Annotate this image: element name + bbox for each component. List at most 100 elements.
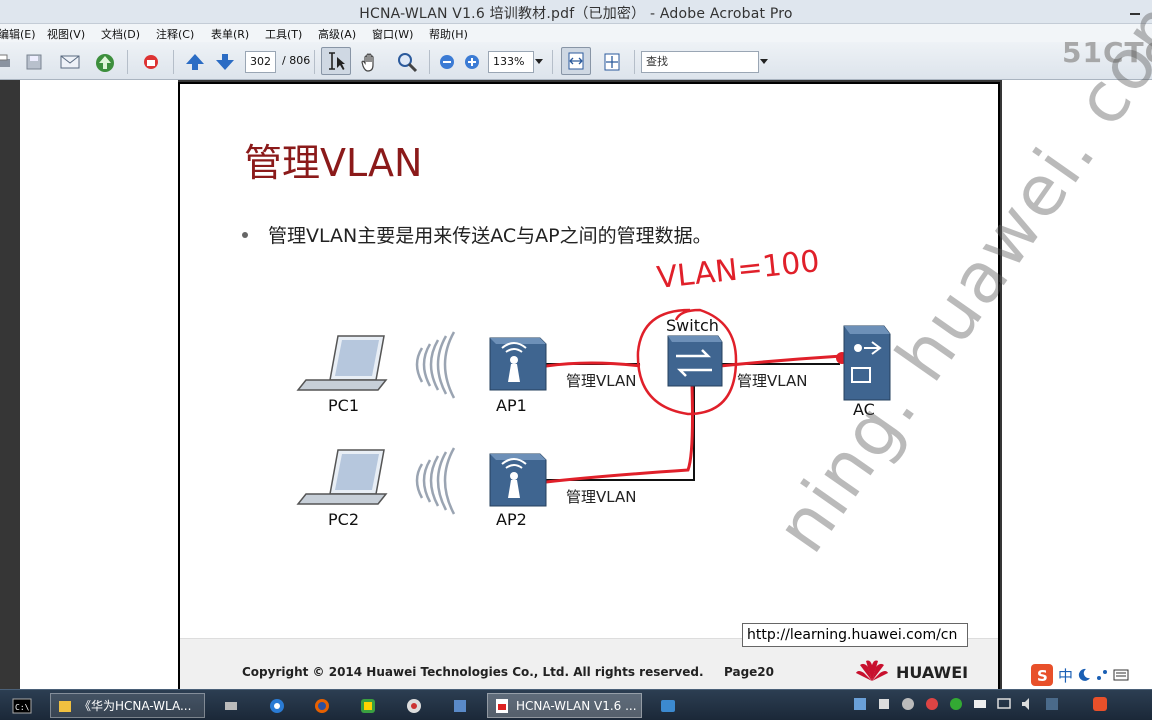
zoom-out-icon[interactable] xyxy=(436,51,458,73)
pdf-page: 管理VLAN 管理VLAN主要是用来传送AC与AP之间的管理数据。 xyxy=(178,82,1000,692)
previous-page-icon[interactable] xyxy=(184,51,206,73)
tray-icon-6[interactable] xyxy=(972,696,988,712)
taskbar: C:\ 《华为HCNA-WLA... HCNA-WLAN V1.6 ... xyxy=(0,689,1152,720)
select-tool-icon[interactable] xyxy=(321,47,351,75)
zoom-tool-icon[interactable] xyxy=(396,51,418,73)
tool-icon[interactable] xyxy=(222,693,240,718)
menu-comment[interactable]: 注释(C) xyxy=(156,28,195,41)
menu-edit[interactable]: 编辑(E) xyxy=(0,28,36,41)
pc2-laptop-icon xyxy=(296,449,388,505)
menu-document[interactable]: 文档(D) xyxy=(101,28,141,41)
punctuation-icon xyxy=(1097,670,1108,680)
adjacent-page-left xyxy=(20,80,178,689)
annotation-line-ap1 xyxy=(545,361,641,368)
huawei-logo-icon xyxy=(856,660,888,681)
page-number-input[interactable]: 302 xyxy=(245,51,276,73)
label-ac: AC xyxy=(853,400,875,419)
zoom-level-input[interactable]: 133% xyxy=(488,51,534,73)
menu-view[interactable]: 视图(V) xyxy=(47,28,86,41)
taskbar-item-acrobat-label: HCNA-WLAN V1.6 ... xyxy=(516,698,637,713)
fit-page-icon[interactable] xyxy=(601,51,623,73)
browser-icon[interactable] xyxy=(268,693,286,718)
ap1-device-icon xyxy=(489,337,547,391)
link-ap2-switch xyxy=(546,386,695,481)
menu-help[interactable]: 帮助(H) xyxy=(429,28,468,41)
toolbar: 302 / 806 133% 查找 xyxy=(0,42,1152,80)
tray-icon-2[interactable] xyxy=(876,696,892,712)
wireless-waves-ap1-icon xyxy=(415,331,456,399)
ap2-device-icon xyxy=(489,453,547,507)
menu-advanced[interactable]: 高级(A) xyxy=(318,28,357,41)
app-green-icon[interactable] xyxy=(359,693,377,718)
tray-icon-5[interactable] xyxy=(948,696,964,712)
taskbar-item-acrobat[interactable]: HCNA-WLAN V1.6 ... xyxy=(487,693,642,718)
keyboard-icon xyxy=(1113,669,1129,681)
sogou-ime-icon: S xyxy=(1031,664,1053,686)
label-ap1: AP1 xyxy=(496,396,527,415)
ime-toolbar[interactable]: S 中 xyxy=(1030,662,1129,688)
menu-bar: 编辑(E) 视图(V) 文档(D) 注释(C) 表单(R) 工具(T) 高级(A… xyxy=(0,24,1152,42)
logo-watermark: 51CTO xyxy=(1062,36,1152,69)
page-total: / 806 xyxy=(282,54,311,67)
hand-tool-icon[interactable] xyxy=(359,51,381,73)
adjacent-page-right xyxy=(1002,80,1152,689)
pdf-icon xyxy=(496,698,508,713)
volume-icon[interactable] xyxy=(1020,696,1036,712)
secure-icon[interactable] xyxy=(140,51,162,73)
zoom-in-icon[interactable] xyxy=(461,51,483,73)
next-page-icon[interactable] xyxy=(214,51,236,73)
firefox-icon[interactable] xyxy=(313,693,331,718)
window-title: HCNA-WLAN V1.6 培训教材.pdf（已加密） - Adobe Acr… xyxy=(359,6,793,22)
language-icon[interactable] xyxy=(1044,696,1060,712)
zoom-dropdown-icon[interactable] xyxy=(533,51,545,73)
taskbar-item-book[interactable]: 《华为HCNA-WLA... xyxy=(50,693,205,718)
network-icon[interactable] xyxy=(996,696,1012,712)
label-switch: Switch xyxy=(666,316,719,335)
slide-footer: Copyright © 2014 Huawei Technologies Co.… xyxy=(180,638,998,690)
slide-title: 管理VLAN xyxy=(244,141,423,185)
app-snapshot-icon[interactable] xyxy=(405,693,423,718)
minimize-button[interactable] xyxy=(1124,3,1146,19)
bullet-item: 管理VLAN主要是用来传送AC与AP之间的管理数据。 xyxy=(242,221,712,248)
app-cloud-icon[interactable] xyxy=(659,693,677,718)
link-label-ap1: 管理VLAN xyxy=(566,372,637,390)
taskbar-item-book-label: 《华为HCNA-WLA... xyxy=(79,699,192,713)
switch-device-icon xyxy=(667,335,723,387)
cmd-icon[interactable]: C:\ xyxy=(12,693,32,718)
find-dropdown-icon[interactable] xyxy=(758,51,770,73)
annotation-line-ap2 xyxy=(545,385,694,484)
menu-forms[interactable]: 表单(R) xyxy=(211,28,250,41)
title-bar: HCNA-WLAN V1.6 培训教材.pdf（已加密） - Adobe Acr… xyxy=(0,0,1152,24)
bullet-dot xyxy=(242,231,248,238)
huawei-brand-text: HUAWEI xyxy=(896,663,969,682)
save-icon[interactable] xyxy=(23,51,45,73)
tray-icon-1[interactable] xyxy=(852,696,868,712)
menu-window[interactable]: 窗口(W) xyxy=(372,28,414,41)
email-icon[interactable] xyxy=(59,51,81,73)
sogou-tray-icon[interactable] xyxy=(1092,696,1108,712)
print-icon[interactable] xyxy=(0,51,14,73)
ac-controller-icon xyxy=(843,325,891,401)
url-tooltip: http://learning.huawei.com/cn xyxy=(742,623,968,647)
app-tray-icon[interactable] xyxy=(451,693,469,718)
annotation-line-ac xyxy=(719,354,843,368)
upload-icon[interactable] xyxy=(94,51,116,73)
page-label: Page20 xyxy=(724,665,774,679)
tray-icon-3[interactable] xyxy=(900,696,916,712)
ime-mode-label[interactable]: 中 xyxy=(1058,666,1074,685)
svg-text:S: S xyxy=(1037,667,1048,685)
bullet-text: 管理VLAN主要是用来传送AC与AP之间的管理数据。 xyxy=(268,225,712,247)
pc1-laptop-icon xyxy=(296,335,388,391)
link-label-ac: 管理VLAN xyxy=(737,372,808,390)
annotation-circle-switch xyxy=(636,308,738,416)
tray-icon-4[interactable] xyxy=(924,696,940,712)
find-input[interactable]: 查找 xyxy=(641,51,759,73)
label-ap2: AP2 xyxy=(496,510,527,529)
label-pc1: PC1 xyxy=(328,396,359,415)
svg-text:C:\: C:\ xyxy=(15,703,30,712)
network-diagram: VLAN=100 xyxy=(296,244,891,515)
menu-tools[interactable]: 工具(T) xyxy=(265,28,303,41)
folder-icon xyxy=(59,700,71,712)
fit-width-icon[interactable] xyxy=(561,47,591,75)
label-pc2: PC2 xyxy=(328,510,359,529)
